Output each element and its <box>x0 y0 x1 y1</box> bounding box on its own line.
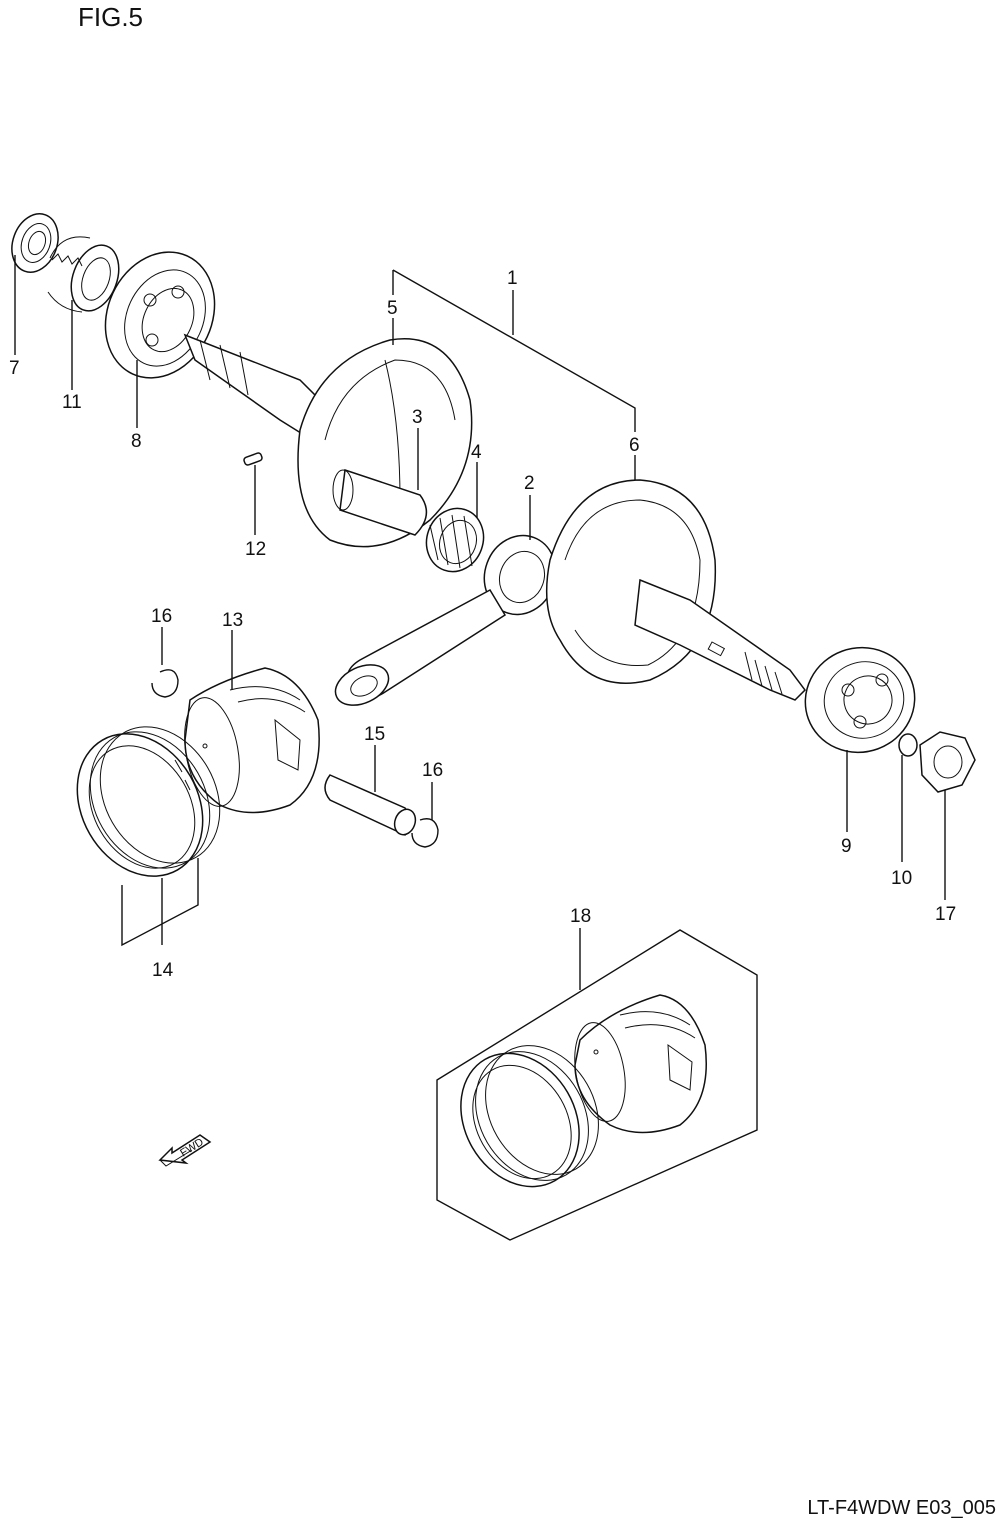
part-16-circlip-left <box>151 669 179 698</box>
callout-17: 17 <box>935 904 956 925</box>
part-11-gear <box>47 236 120 313</box>
part-4-needle-bearing <box>425 507 485 573</box>
part-8-bearing <box>104 251 216 379</box>
part-14-piston-rings <box>76 726 221 877</box>
right-crankshaft <box>634 578 806 701</box>
fwd-arrow-icon: FWD <box>158 1134 212 1167</box>
callout-5: 5 <box>387 298 398 319</box>
callout-4: 4 <box>471 442 482 463</box>
callout-3: 3 <box>412 407 423 428</box>
part-7-oil-seal <box>11 213 59 273</box>
callout-15: 15 <box>364 724 385 745</box>
part-9-bearing <box>804 646 916 754</box>
callout-16-left: 16 <box>151 606 172 627</box>
callout-7: 7 <box>9 358 20 379</box>
part-10-o-ring <box>898 733 918 757</box>
callout-6: 6 <box>629 435 640 456</box>
callout-9: 9 <box>841 836 852 857</box>
part-12-key <box>243 452 263 466</box>
leader-lines <box>14 255 946 990</box>
part-6-right-flywheel <box>545 479 717 684</box>
callout-12: 12 <box>245 539 266 560</box>
callout-18: 18 <box>570 906 591 927</box>
figure-title: FIG.5 <box>78 2 144 32</box>
callout-10: 10 <box>891 868 912 889</box>
diagram-code: LT-F4WDW E03_005 <box>807 1497 996 1519</box>
part-17-nut <box>919 731 976 793</box>
callout-11: 11 <box>62 392 82 413</box>
callout-2: 2 <box>524 473 535 494</box>
part-18-piston-set <box>436 929 758 1241</box>
part-13-piston <box>184 667 320 814</box>
part-15-piston-pin <box>324 774 417 836</box>
callout-1: 1 <box>507 268 518 289</box>
part-2-connecting-rod <box>334 534 557 706</box>
callout-labels: 1 2 3 4 5 6 7 8 9 10 11 12 13 14 15 16 1… <box>9 268 956 981</box>
callout-16-right: 16 <box>422 760 443 781</box>
callout-13: 13 <box>222 610 243 631</box>
part-16-circlip-right <box>411 818 439 848</box>
callout-8: 8 <box>131 431 142 452</box>
callout-14: 14 <box>152 960 174 981</box>
part-3-crank-pin <box>332 468 428 536</box>
